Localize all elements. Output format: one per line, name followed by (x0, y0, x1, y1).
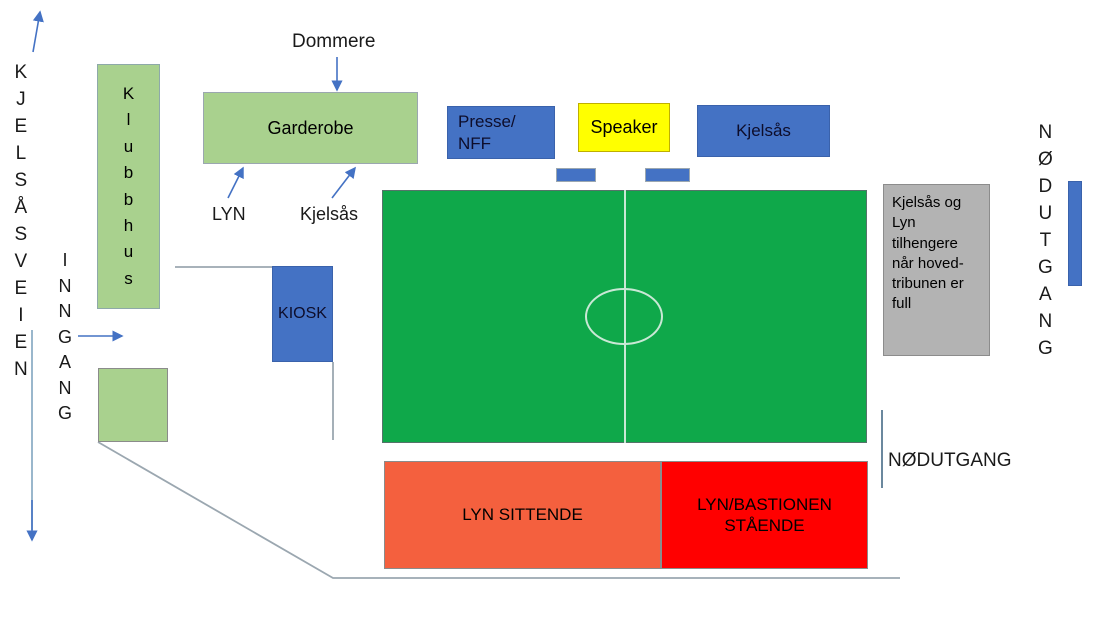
tunnel-right[interactable] (645, 168, 690, 182)
letter: N (58, 275, 72, 296)
letter: J (16, 88, 26, 110)
nodutgang-right-label: N Ø D U T G A N G (1038, 120, 1053, 363)
bastionen-line-2: STÅENDE (724, 516, 805, 535)
kiosk-label: KIOSK (278, 305, 327, 322)
letter: Å (14, 196, 28, 218)
bastionen-line-1: LYN/BASTIONEN (697, 494, 832, 514)
area-presse-nff[interactable]: Presse/ NFF (447, 106, 555, 159)
inngang-label: I N N G A N G (58, 248, 72, 427)
letter: l (126, 110, 131, 130)
letter: E (14, 277, 28, 299)
letter: N (1038, 122, 1053, 143)
letter: N (14, 358, 28, 380)
letter: T (1039, 229, 1052, 251)
letter: E (14, 331, 28, 353)
letter: Ø (1038, 148, 1053, 170)
letter: L (15, 142, 27, 164)
letter: N (58, 301, 72, 322)
letter: b (123, 189, 134, 209)
building-green-small[interactable] (98, 368, 168, 442)
letter: V (14, 250, 28, 272)
kjelsas-arrow (331, 166, 356, 199)
lyn-sittende-label: LYN SITTENDE (462, 505, 583, 525)
letter: G (1038, 337, 1053, 359)
overflow-line: full (892, 295, 912, 313)
letter: D (1038, 175, 1053, 197)
overflow-line: Kjelsås og (892, 194, 962, 211)
area-speaker[interactable]: Speaker (578, 103, 670, 152)
letter: N (58, 377, 72, 398)
letter: A (59, 352, 72, 373)
building-klubbhus[interactable]: K l u b b h u s (97, 64, 160, 309)
letter: E (14, 115, 28, 137)
letter: s (124, 268, 133, 288)
letter: h (123, 215, 134, 235)
overflow-line: Lyn (892, 214, 916, 232)
letter: S (14, 169, 28, 191)
letter: A (1039, 283, 1052, 305)
garderobe-label: Garderobe (267, 117, 354, 138)
tunnel-left[interactable] (556, 168, 596, 182)
presse-line-1: Presse/ (458, 112, 516, 132)
letter: I (62, 250, 68, 270)
nodutgang-bottom-label: NØDUTGANG (888, 450, 1012, 471)
lyn-garderobe-label: LYN (212, 204, 246, 224)
kjelsasveien-label: K J E L S Å S V E I E N (14, 60, 28, 384)
letter: I (18, 304, 24, 326)
letter: G (58, 326, 73, 347)
overflow-line: tribunen er (892, 275, 964, 292)
building-kiosk[interactable]: KIOSK (272, 266, 333, 362)
speaker-label: Speaker (590, 117, 658, 138)
kjelsas-garderobe-label: Kjelsås (300, 204, 359, 224)
nodutgang-exit-bar[interactable] (1068, 181, 1082, 286)
presse-line-2: NFF (458, 133, 492, 153)
letter: K (14, 62, 28, 83)
lyn-arrow (227, 166, 244, 199)
letter: S (14, 223, 28, 245)
letter: b (123, 163, 134, 183)
letter: u (123, 136, 134, 156)
stand-lyn-sittende[interactable]: LYN SITTENDE (384, 461, 661, 569)
letter: U (1038, 202, 1053, 224)
area-overflow-supporters[interactable]: Kjelsås og Lyn tilhengere når hoved- tri… (883, 184, 990, 356)
dommere-label: Dommere (292, 31, 376, 52)
letter: K (122, 84, 135, 104)
letter: u (123, 242, 134, 262)
letter: G (58, 403, 73, 424)
kjelsasveien-arrow-up (32, 10, 44, 53)
kjelsas-stand-label: Kjelsås (736, 121, 791, 141)
letter: G (1038, 256, 1053, 278)
overflow-line: tilhengere (892, 234, 958, 252)
stand-kjelsas[interactable]: Kjelsås (697, 105, 830, 157)
letter: N (1038, 310, 1053, 332)
building-garderobe[interactable]: Garderobe (203, 92, 418, 164)
center-circle (585, 288, 663, 345)
stand-lyn-bastionen-staende[interactable]: LYN/BASTIONEN STÅENDE (661, 461, 868, 569)
overflow-line: når hoved- (892, 254, 964, 272)
